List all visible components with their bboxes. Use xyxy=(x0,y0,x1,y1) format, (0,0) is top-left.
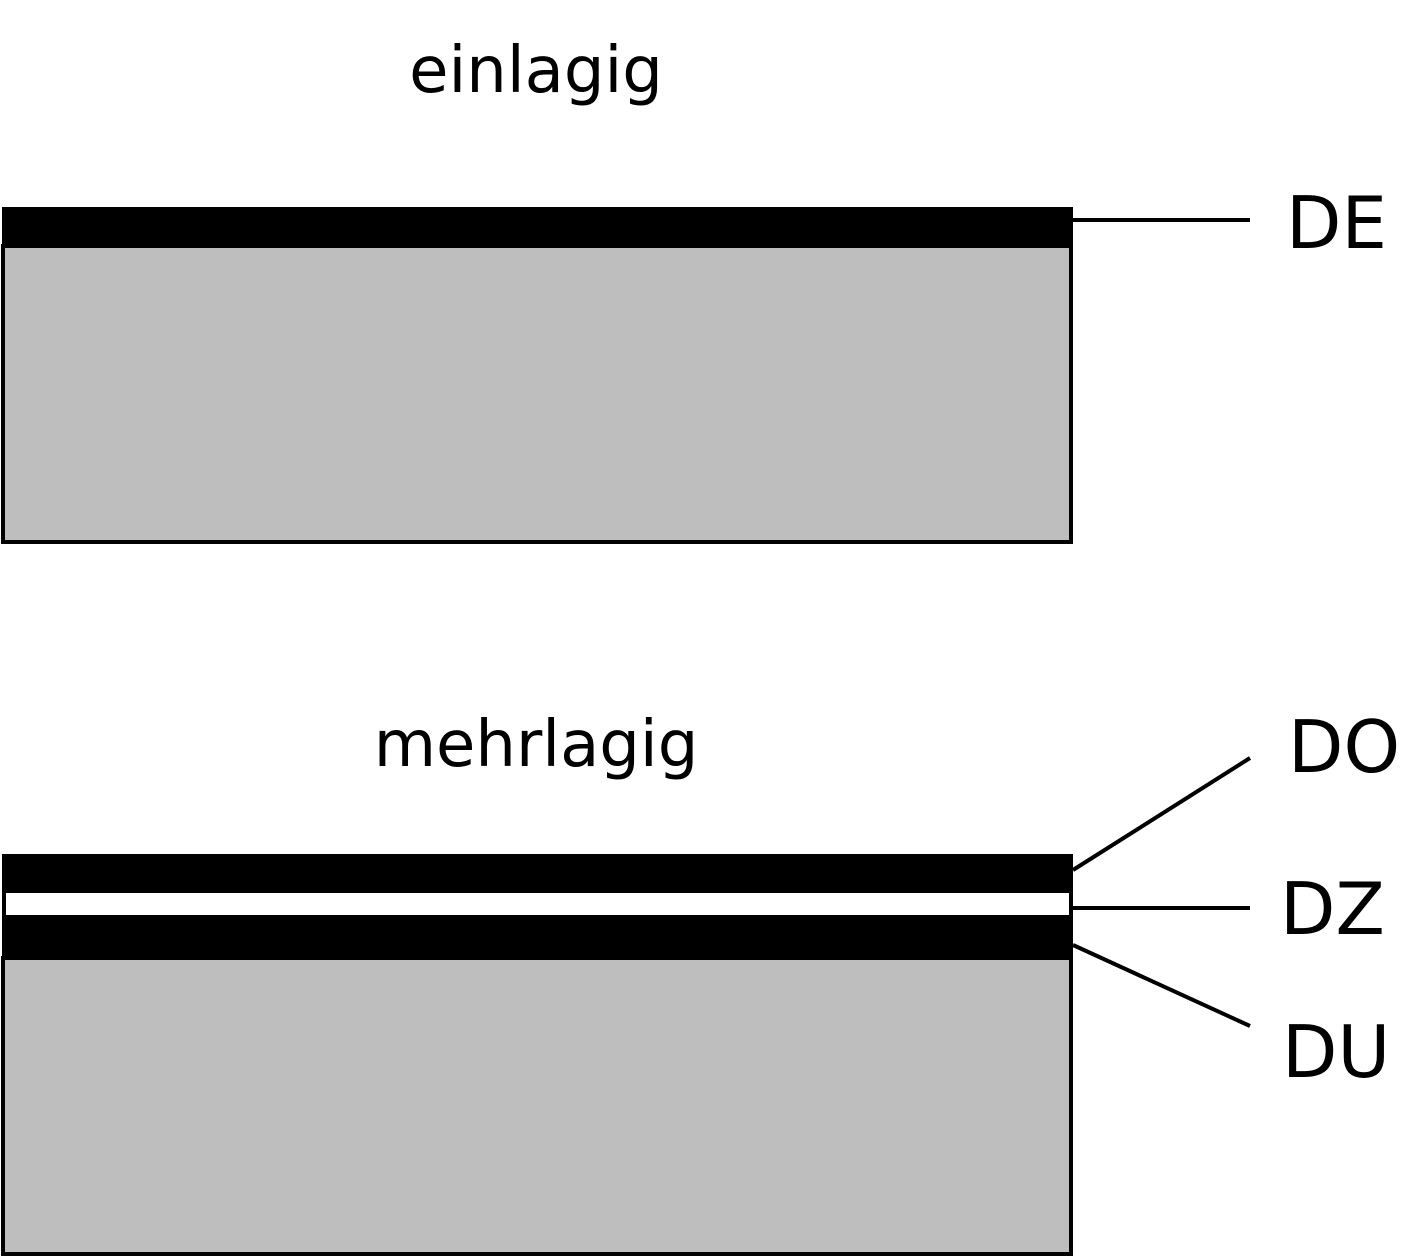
multi-top-layer-do xyxy=(2,854,1073,891)
label-dz: DZ xyxy=(1280,867,1385,951)
multi-layer-title: mehrlagig xyxy=(374,708,699,782)
label-du: DU xyxy=(1282,1010,1390,1094)
label-de: DE xyxy=(1286,181,1387,265)
multi-bottom-layer-du xyxy=(2,916,1073,959)
single-coating-layer-de xyxy=(2,207,1073,247)
multi-substrate xyxy=(1,956,1073,1256)
leader-line-du xyxy=(1072,943,1251,1028)
single-layer-title: einlagig xyxy=(409,34,663,108)
multi-layer-group: mehrlagig DO DZ DU xyxy=(1,705,1400,1256)
multi-middle-layer-dz xyxy=(2,889,1073,919)
single-layer-group: einlagig DE xyxy=(1,34,1387,544)
label-do: DO xyxy=(1288,705,1400,789)
single-substrate xyxy=(1,244,1073,544)
leader-line-do xyxy=(1071,756,1252,872)
